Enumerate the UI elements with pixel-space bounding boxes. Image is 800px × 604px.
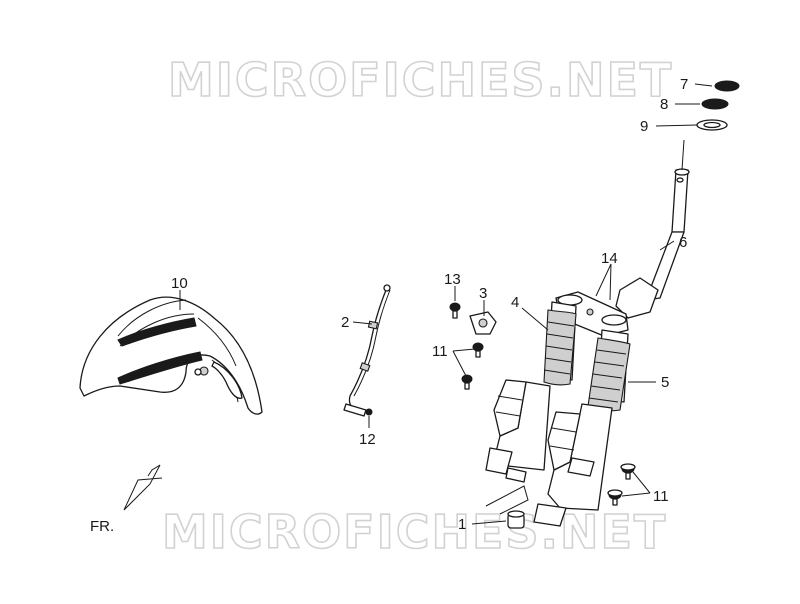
bolt-11-left-upper <box>472 342 484 358</box>
bolt-11-right-upper <box>620 463 636 480</box>
callout-3: 3 <box>479 285 487 302</box>
direction-arrow <box>123 464 163 511</box>
bolt-11-left-lower <box>461 374 473 390</box>
callout-7: 7 <box>680 76 688 93</box>
callout-13: 13 <box>444 271 461 288</box>
callout-1: 1 <box>458 516 466 533</box>
callout-14: 14 <box>601 250 618 267</box>
callout-2: 2 <box>341 314 349 331</box>
hose-clamp-3 <box>469 311 497 335</box>
nut-8 <box>701 98 729 110</box>
callout-8: 8 <box>660 96 668 113</box>
callout-11-left: 11 <box>432 343 448 360</box>
leader-lines <box>179 83 713 525</box>
brake-hose <box>343 284 391 417</box>
bolt-13 <box>449 302 461 319</box>
spacer-1 <box>485 485 529 529</box>
callout-12: 12 <box>359 431 376 448</box>
watermark-top: MICROFICHES.NET <box>168 53 673 107</box>
cap-7 <box>714 80 740 92</box>
left-fork-leg <box>485 301 577 483</box>
bolt-11-right-lower <box>607 489 623 506</box>
right-fork-leg <box>533 329 631 527</box>
steering-stem <box>615 139 690 319</box>
hose-bolt-12 <box>365 408 373 416</box>
callout-6: 6 <box>679 234 687 251</box>
watermark-bottom: MICROFICHES.NET <box>162 505 667 559</box>
callout-9: 9 <box>640 118 648 135</box>
direction-label: FR. <box>90 518 114 535</box>
callout-5: 5 <box>661 374 669 391</box>
callout-10: 10 <box>171 275 188 292</box>
front-fender <box>79 296 263 415</box>
callout-4: 4 <box>511 294 519 311</box>
callout-11-right: 11 <box>653 488 669 505</box>
